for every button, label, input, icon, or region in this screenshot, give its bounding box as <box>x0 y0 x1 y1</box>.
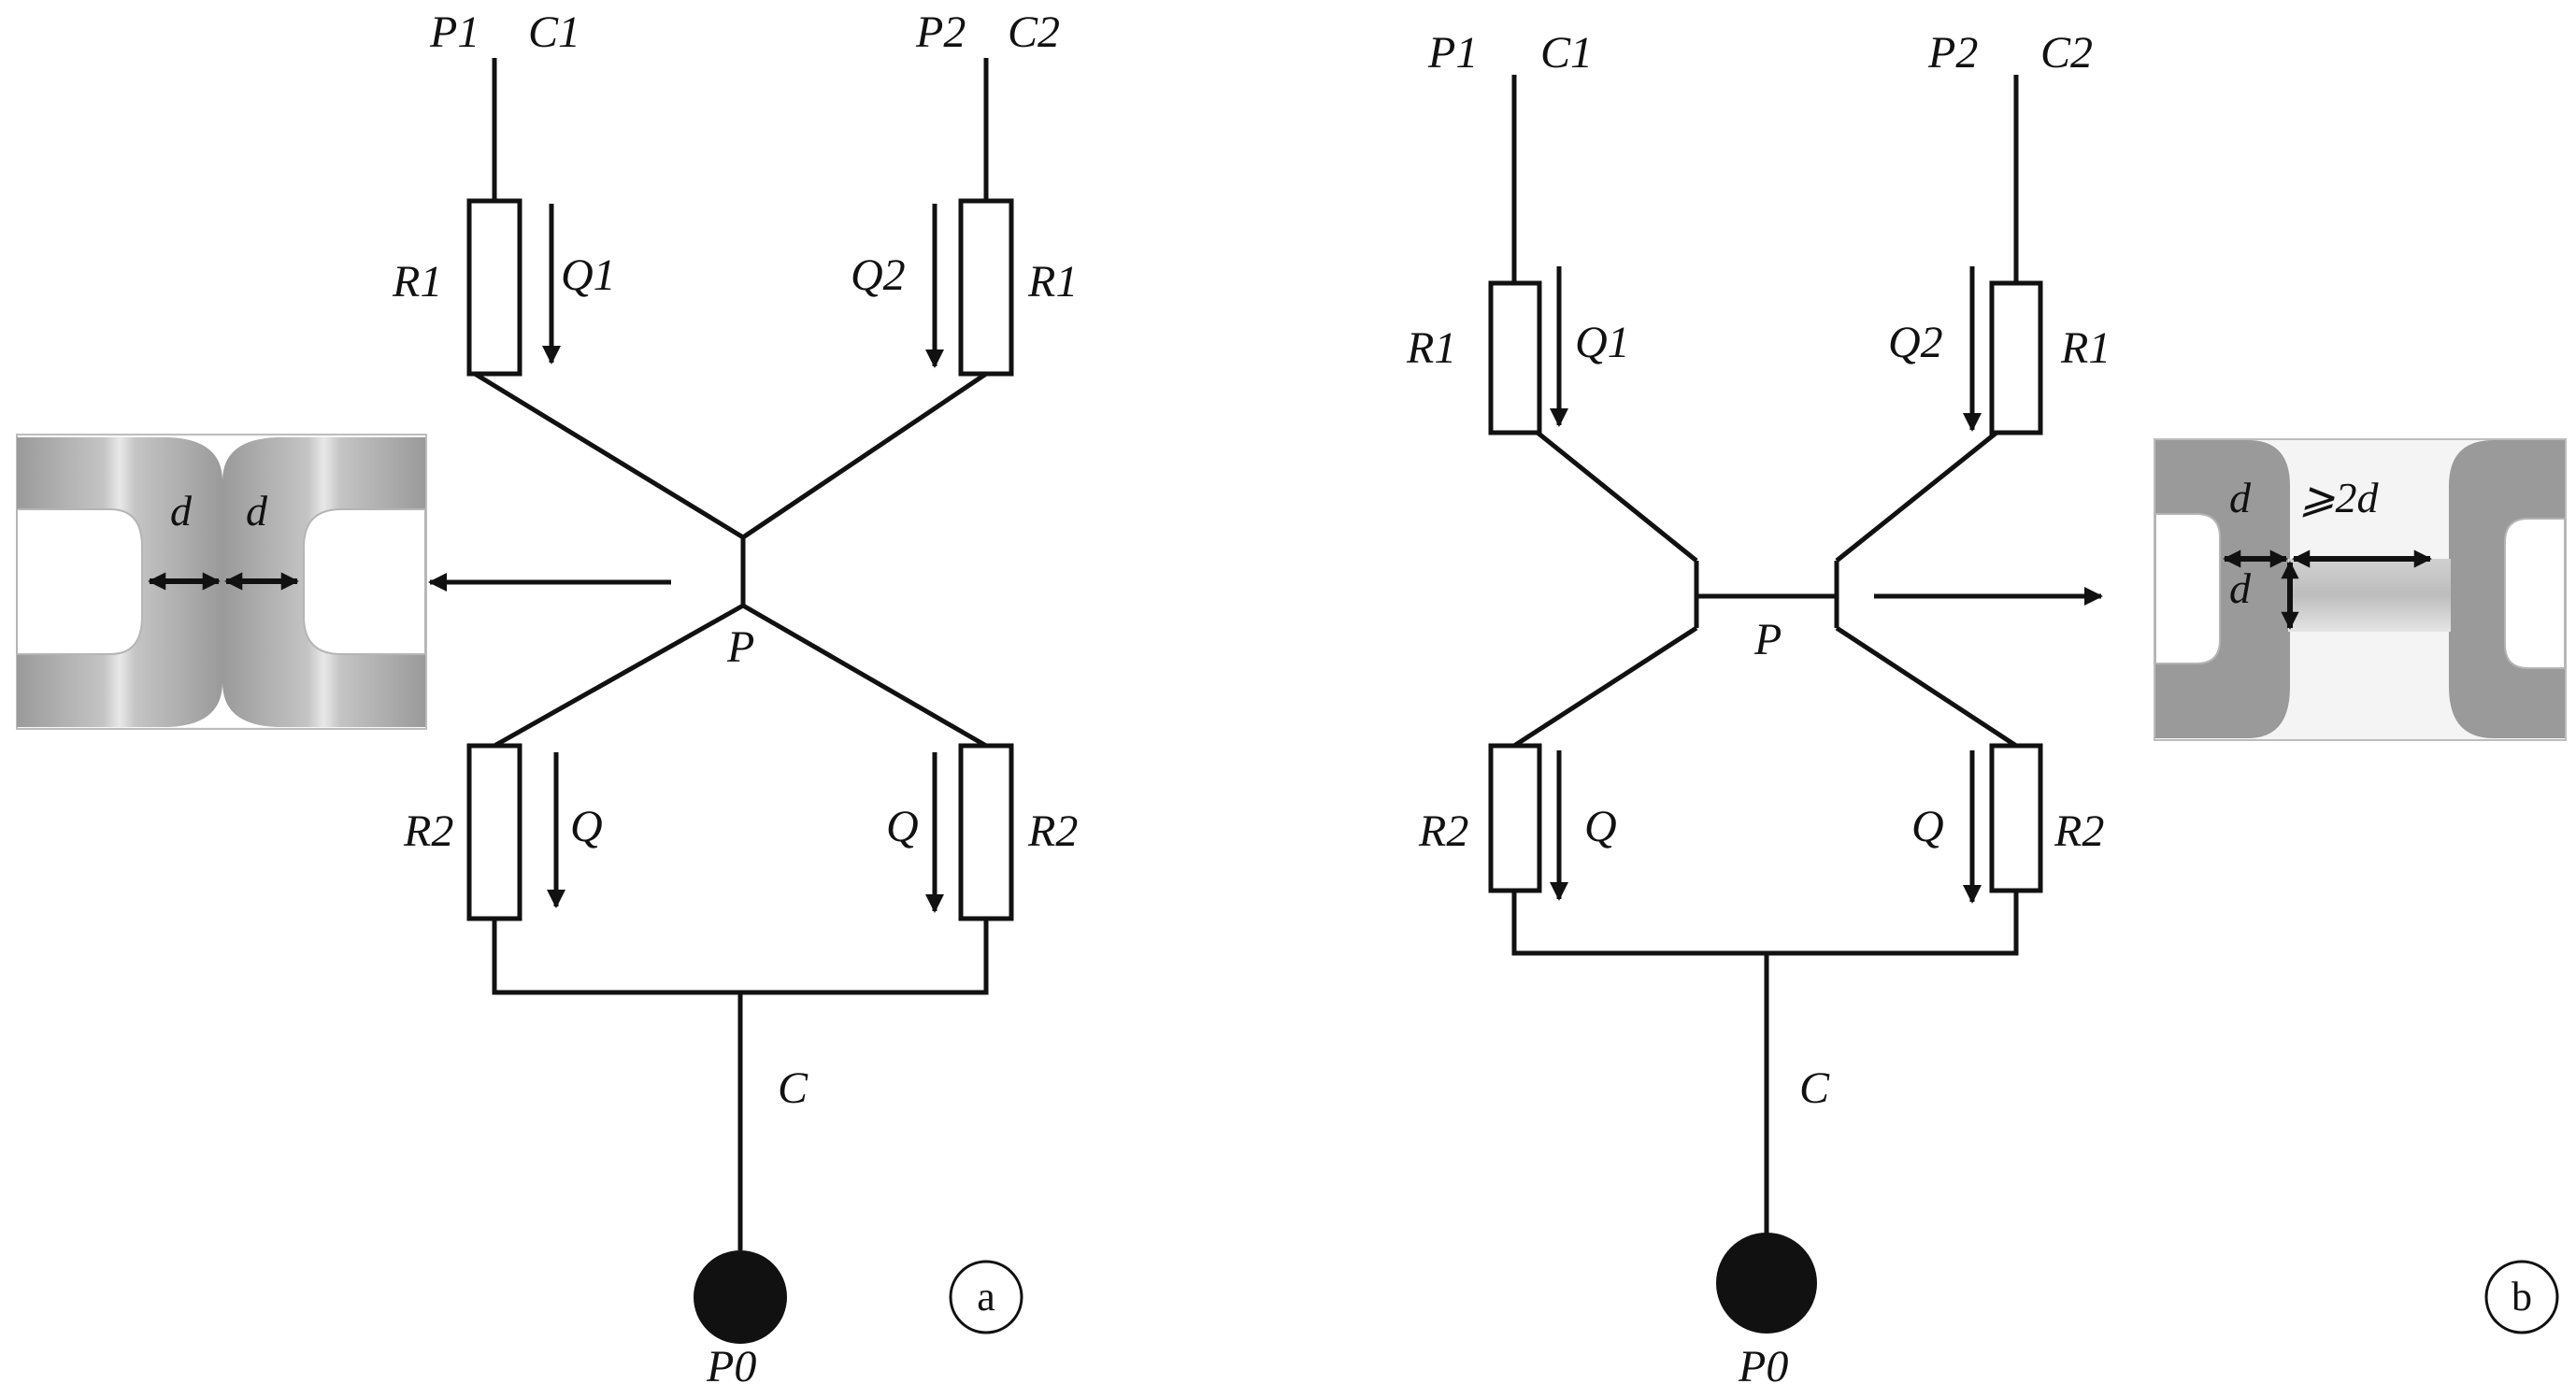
branch-lower-right <box>1835 625 2018 749</box>
label-p2: P2 <box>915 7 966 57</box>
inset-a-label-d-left: d <box>170 487 193 535</box>
label-q1: Q1 <box>561 250 616 300</box>
label-p2: P2 <box>1927 28 1978 78</box>
label-junction-p: P <box>726 622 754 672</box>
label-r2-right: R2 <box>1027 806 1078 856</box>
branch-upper-right <box>741 371 988 540</box>
panel-a: P1 C1 P2 C2 R1 Q1 Q2 R1 P R2 Q Q R2 C P0… <box>16 7 1078 1391</box>
panel-tag-circle-b <box>2484 1260 2559 1334</box>
resistor-r2-right <box>1989 743 2043 893</box>
branch-upper-left <box>473 371 745 540</box>
label-p1: P1 <box>429 7 479 57</box>
inset-b-label-gap: ⩾2d <box>2299 474 2380 521</box>
label-c1: C1 <box>1540 28 1593 78</box>
label-c2: C2 <box>1008 7 1060 57</box>
collector-channel <box>1511 891 2019 956</box>
inset-b-label-d-width: d <box>2229 474 2252 521</box>
branch-upper-left <box>1536 431 1698 563</box>
inset-b: d d ⩾2d <box>2154 438 2567 741</box>
collector-channel <box>492 919 989 995</box>
label-p0: P0 <box>1738 1342 1788 1391</box>
label-q-left: Q <box>1584 802 1617 851</box>
label-q2: Q2 <box>851 250 906 300</box>
label-q-right: Q <box>886 802 919 851</box>
label-r1-left: R1 <box>392 257 442 307</box>
label-p0: P0 <box>706 1342 756 1391</box>
label-r2-right: R2 <box>2054 806 2104 856</box>
label-channel-c: C <box>1799 1063 1830 1113</box>
inset-a: d d <box>16 434 427 730</box>
branch-upper-right <box>1835 431 1998 563</box>
label-q-left: Q <box>570 802 603 851</box>
panel-tag-a: a <box>977 1274 995 1320</box>
branch-lower-left <box>1512 625 1698 749</box>
resistor-r2-left <box>466 743 522 921</box>
label-junction-p: P <box>1753 615 1782 664</box>
outlet-node <box>694 1250 787 1344</box>
label-r2-left: R2 <box>403 806 453 856</box>
label-r1-right: R1 <box>1027 257 1078 307</box>
label-p1: P1 <box>1427 28 1478 78</box>
inset-a-label-d-right: d <box>246 487 268 535</box>
branch-lower-right <box>741 603 988 749</box>
label-q2: Q2 <box>1888 318 1943 367</box>
label-channel-c: C <box>778 1063 809 1113</box>
panel-b: P1 C1 P2 C2 R1 Q1 Q2 R1 P R2 Q Q R2 C P0… <box>1406 28 2567 1391</box>
resistor-r1-right <box>1989 280 2043 435</box>
resistor-r1-left <box>466 198 522 377</box>
panel-tag-b: b <box>2512 1274 2532 1320</box>
resistor-r2-right <box>958 743 1014 921</box>
resistor-r2-left <box>1488 743 1542 893</box>
label-r2-left: R2 <box>1418 806 1468 856</box>
resistor-r1-left <box>1488 280 1542 435</box>
label-c2: C2 <box>2040 28 2093 78</box>
label-q-right: Q <box>1911 802 1944 851</box>
outlet-node <box>1716 1233 1817 1334</box>
label-c1: C1 <box>528 7 580 57</box>
label-r1-left: R1 <box>1406 323 1456 373</box>
resistor-r1-right <box>958 198 1014 377</box>
inset-b-label-d-height: d <box>2229 564 2252 612</box>
label-r1-right: R1 <box>2060 323 2111 373</box>
branch-lower-left <box>493 603 745 749</box>
panel-tag-circle-a <box>949 1260 1023 1334</box>
label-q1: Q1 <box>1575 318 1630 367</box>
